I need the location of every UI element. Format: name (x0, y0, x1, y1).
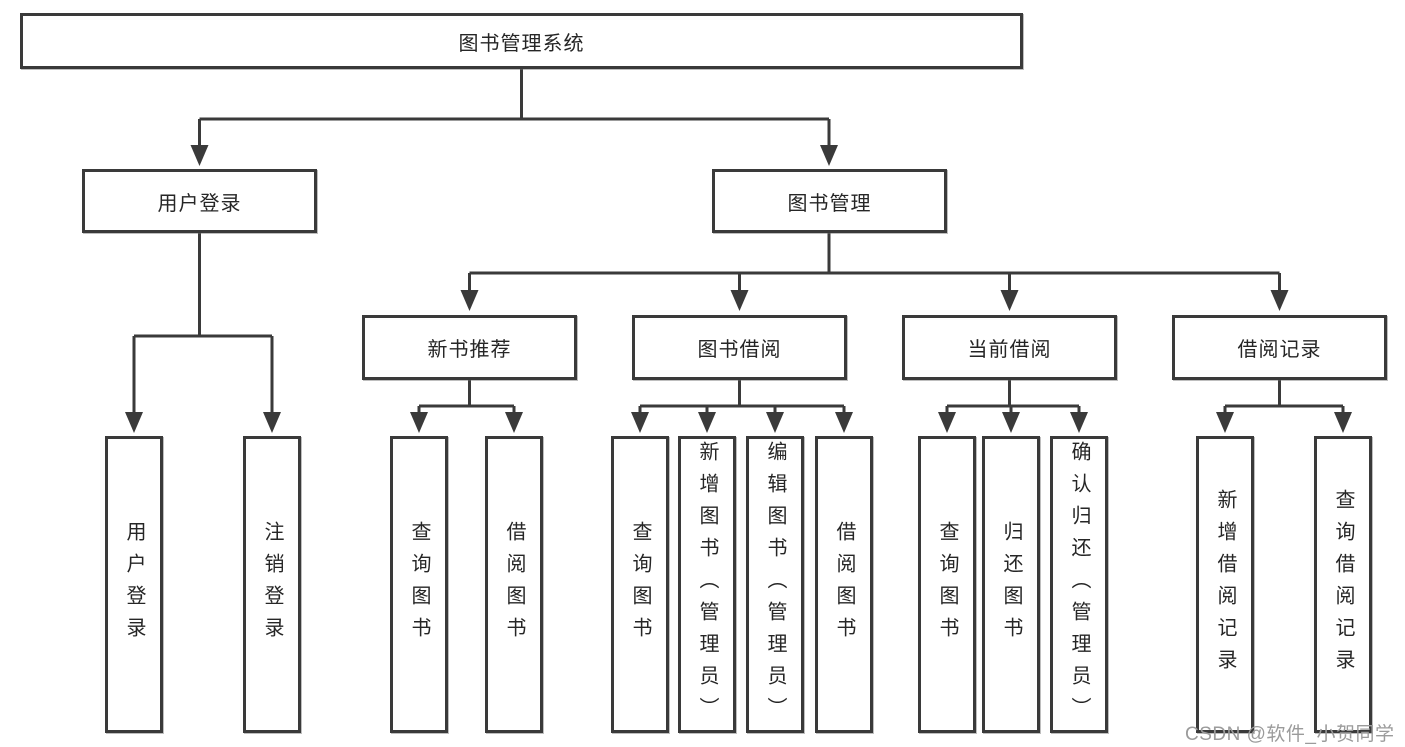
leaf-edit-book-admin: 编辑图书（管理员） (746, 436, 804, 733)
node-book-management: 图书管理 (712, 169, 947, 233)
node-user-login: 用户登录 (82, 169, 317, 233)
node-new-book-recommend: 新书推荐 (362, 315, 577, 380)
node-book-borrowing: 图书借阅 (632, 315, 847, 380)
leaf-query-books-current: 查询图书 (918, 436, 976, 733)
leaf-query-books-borrowing: 查询图书 (611, 436, 669, 733)
watermark: CSDN @软件_小贺同学 (1185, 724, 1395, 745)
leaf-query-books-recommend: 查询图书 (390, 436, 448, 733)
leaf-logout: 注销登录 (243, 436, 301, 733)
leaf-confirm-return-admin: 确认归还（管理员） (1050, 436, 1108, 733)
leaf-borrow-books: 借阅图书 (815, 436, 873, 733)
leaf-return-books: 归还图书 (982, 436, 1040, 733)
leaf-add-borrow-record: 新增借阅记录 (1196, 436, 1254, 733)
leaf-query-borrow-record: 查询借阅记录 (1314, 436, 1372, 733)
node-current-borrowing: 当前借阅 (902, 315, 1117, 380)
leaf-add-book-admin: 新增图书（管理员） (678, 436, 736, 733)
leaf-user-login: 用户登录 (105, 436, 163, 733)
leaf-borrow-books-recommend: 借阅图书 (485, 436, 543, 733)
node-library-management-system: 图书管理系统 (20, 13, 1023, 69)
node-borrowing-records: 借阅记录 (1172, 315, 1387, 380)
